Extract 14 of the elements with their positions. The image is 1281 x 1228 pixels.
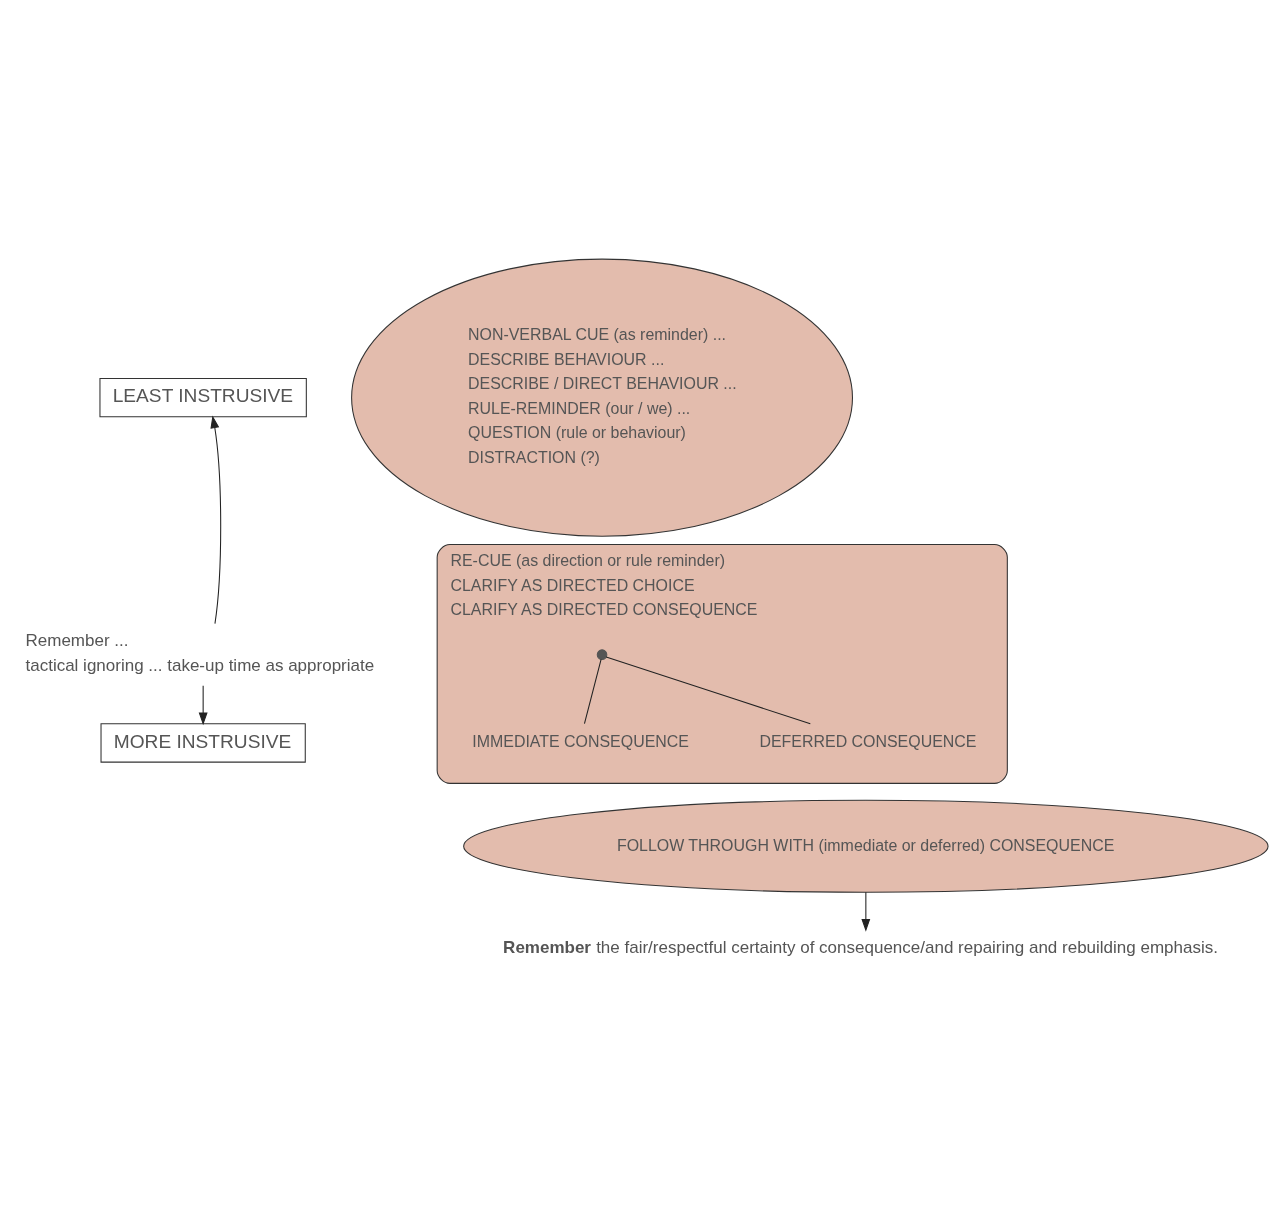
node-circle — [596, 649, 608, 660]
arrow — [861, 891, 871, 932]
node-text: Remember ... tactical ignoring ... take-up time as appropriate — [25, 630, 375, 676]
node-box: MORE INSTRUSIVE — [100, 723, 306, 763]
arrow — [210, 415, 222, 625]
connector — [583, 658, 602, 725]
node-ellipse: FOLLOW THROUGH WITH (immediate or deferred) CONSEQUENCE — [463, 799, 1269, 893]
node-text: DEFERRED CONSEQUENCE — [759, 733, 977, 751]
node-box: LEAST INSTRUSIVE — [99, 378, 307, 418]
arrow — [198, 685, 208, 726]
node-text: Remember the fair/respectful certainty of consequence/and repairing and rebuilding emphasis. — [503, 937, 1218, 957]
node-text: IMMEDIATE CONSEQUENCE — [472, 733, 689, 751]
connector — [605, 656, 811, 725]
node-ellipse: NON-VERBAL CUE (as reminder) ... DESCRIBE BEHAVIOUR ... DESCRIBE / DIRECT BEHAVIOUR ... RULE-REMINDER (our / we) ... QUESTION (rule or behaviour) DISTRACTION (?) — [351, 258, 853, 537]
